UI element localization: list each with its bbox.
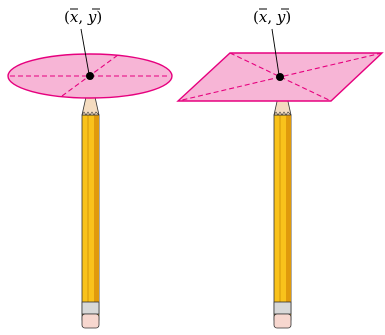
- centroid-label: (x, y): [64, 8, 102, 26]
- pencil-eraser: [274, 314, 291, 328]
- pencil-ferrule: [82, 302, 99, 314]
- pencil-body-shadow: [94, 115, 99, 320]
- pencil-eraser: [82, 314, 99, 328]
- centroid-label: (x, y): [253, 8, 291, 26]
- pencil-ferrule: [274, 302, 291, 314]
- center-of-mass-point: [276, 73, 284, 81]
- ellipse-plate: [8, 54, 172, 98]
- parallelogram-plate: [178, 53, 382, 101]
- pencil-right: [274, 80, 291, 328]
- center-of-mass-point: [86, 72, 94, 80]
- pencil-body-shadow: [286, 115, 291, 320]
- ellipse-panel: (x, y): [8, 8, 172, 328]
- pencil-left: [82, 80, 99, 328]
- parallelogram-panel: (x, y): [178, 8, 382, 328]
